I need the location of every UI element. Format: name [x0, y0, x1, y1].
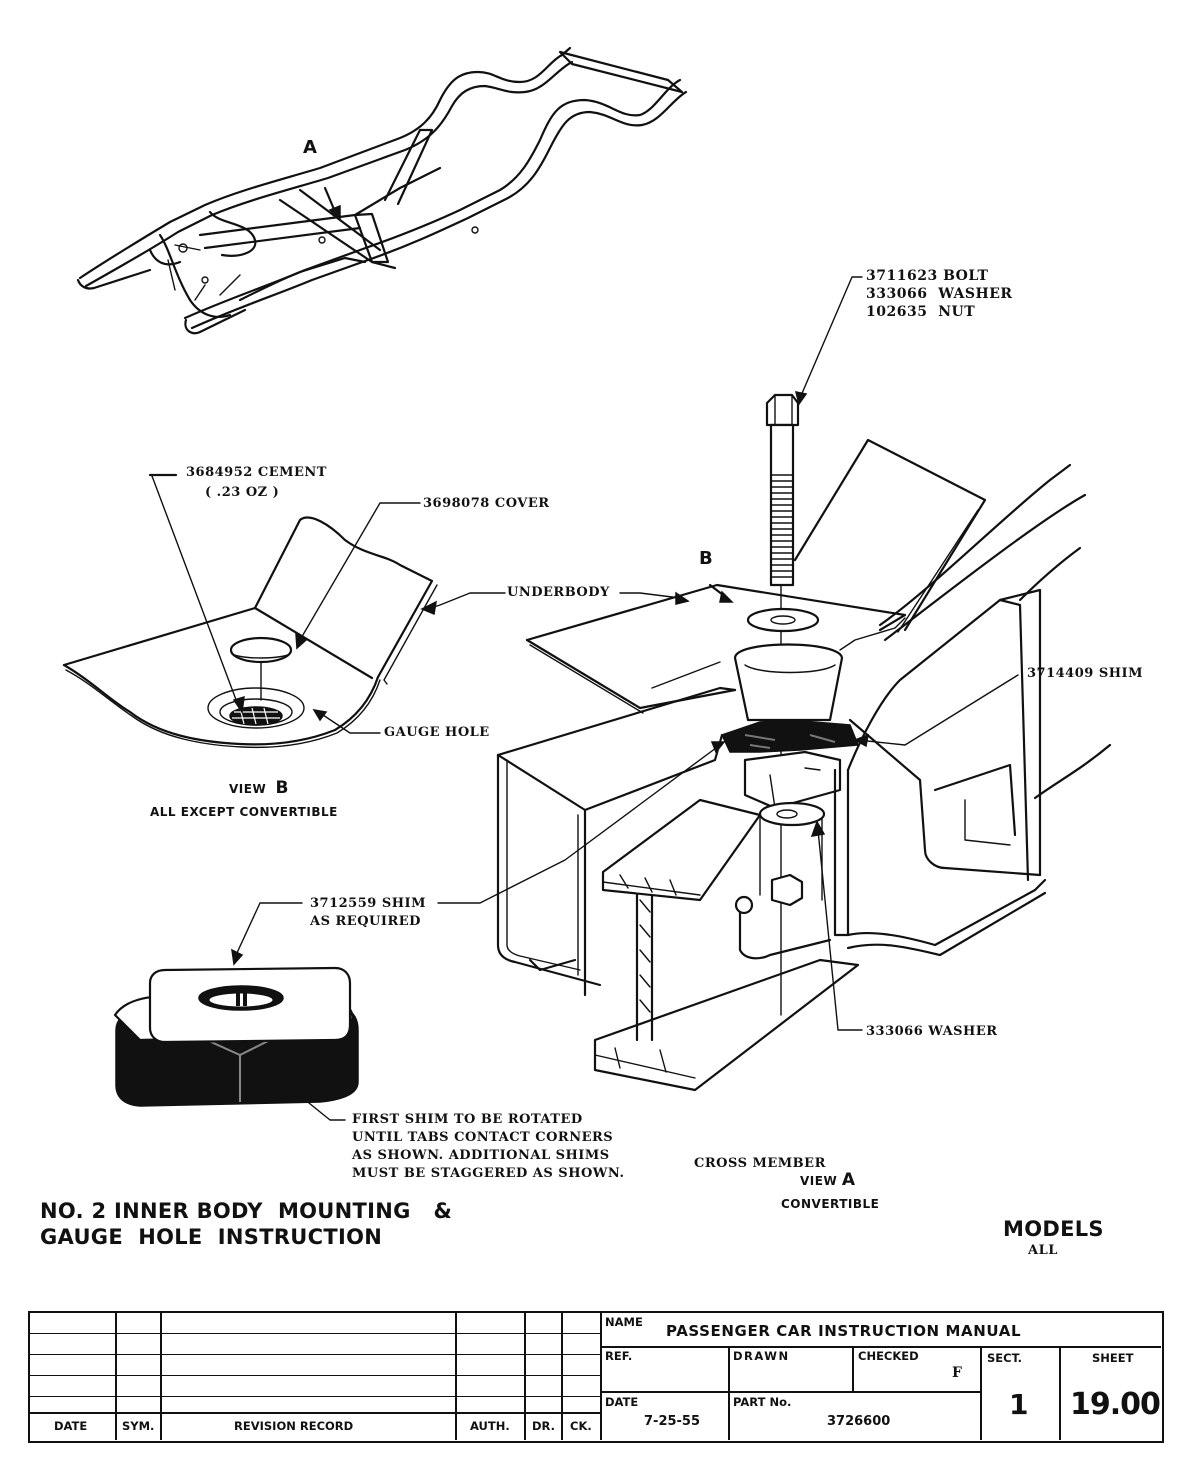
callout-underbody: UNDERBODY: [507, 585, 610, 600]
part-number-label: PART No.: [733, 1395, 792, 1409]
sheet-value: 19.00: [1070, 1387, 1161, 1422]
drawn-label: DRAWN: [733, 1349, 790, 1363]
callout-washer-top: 333066 WASHER: [866, 286, 1013, 302]
section-value: 1: [1009, 1388, 1029, 1421]
revision-header-auth: AUTH.: [470, 1419, 510, 1433]
view-b-caption-note: ALL EXCEPT CONVERTIBLE: [150, 805, 338, 819]
view-a-caption-view: VIEW A: [800, 1172, 856, 1190]
part-number-value: 3726600: [827, 1414, 891, 1429]
callout-shim-3714409: 3714409 SHIM: [1027, 666, 1143, 681]
models-label: MODELS: [1003, 1217, 1104, 1241]
section-label: SECT.: [987, 1351, 1023, 1365]
shim-note-line-3: AS SHOWN. ADDITIONAL SHIMS: [352, 1148, 610, 1163]
view-b-caption-view: VIEW B: [229, 780, 289, 798]
revision-header-sym: SYM.: [122, 1419, 155, 1433]
drawing-title-line-2: GAUGE HOLE INSTRUCTION: [40, 1225, 383, 1249]
models-value: ALL: [1028, 1243, 1058, 1258]
checked-label: CHECKED: [858, 1349, 919, 1363]
callout-nut: 102635 NUT: [866, 304, 976, 320]
revision-record-grid: DATE SYM. REVISION RECORD AUTH. DR. CK.: [30, 1313, 602, 1440]
callout-cover: 3698078 COVER: [423, 496, 550, 511]
callout-bolt: 3711623 BOLT: [866, 268, 989, 284]
name-label: NAME: [605, 1315, 643, 1329]
title-block: DATE SYM. REVISION RECORD AUTH. DR. CK. …: [28, 1311, 1164, 1443]
shim-stack-illustration: [113, 902, 359, 1121]
sheet-label: SHEET: [1092, 1351, 1134, 1365]
callout-gauge-hole: GAUGE HOLE: [384, 725, 490, 740]
view-a-illustration: [437, 276, 1112, 1092]
callout-shim-as-required: AS REQUIRED: [310, 914, 421, 929]
checked-value: F: [952, 1365, 962, 1381]
revision-header-dr: DR.: [532, 1419, 555, 1433]
shim-note-line-1: FIRST SHIM TO BE ROTATED: [352, 1112, 583, 1127]
shim-note-line-4: MUST BE STAGGERED AS SHOWN.: [352, 1166, 625, 1181]
callout-washer-bottom: 333066 WASHER: [866, 1024, 998, 1039]
revision-header-record: REVISION RECORD: [234, 1419, 354, 1433]
view-b-illustration: [62, 473, 506, 749]
view-b-letter: B: [275, 778, 290, 798]
revision-header-date: DATE: [54, 1419, 88, 1433]
view-b-view-word: VIEW: [229, 782, 267, 796]
revision-header-ck: CK.: [570, 1419, 592, 1433]
view-a-caption-member: CROSS MEMBER: [694, 1156, 826, 1171]
chassis-frame-illustration: [76, 46, 688, 335]
view-b-marker: B: [699, 548, 713, 569]
title-info-grid: NAME PASSENGER CAR INSTRUCTION MANUAL RE…: [602, 1313, 1161, 1440]
callout-cement-qty: ( .23 OZ ): [205, 485, 280, 500]
view-a-letter: A: [841, 1170, 856, 1190]
date-label: DATE: [605, 1395, 639, 1409]
callout-shim-3712559: 3712559 SHIM: [310, 896, 426, 911]
view-a-caption-note: CONVERTIBLE: [781, 1197, 880, 1211]
date-value: 7-25-55: [644, 1414, 701, 1429]
drawing-title-line-1: NO. 2 INNER BODY MOUNTING &: [40, 1199, 453, 1223]
name-value: PASSENGER CAR INSTRUCTION MANUAL: [666, 1322, 1022, 1340]
view-a-view-word: VIEW: [800, 1174, 838, 1188]
view-a-marker: A: [303, 137, 317, 158]
shim-note-line-2: UNTIL TABS CONTACT CORNERS: [352, 1130, 614, 1145]
ref-label: REF.: [605, 1349, 633, 1363]
callout-cement: 3684952 CEMENT: [186, 465, 327, 480]
